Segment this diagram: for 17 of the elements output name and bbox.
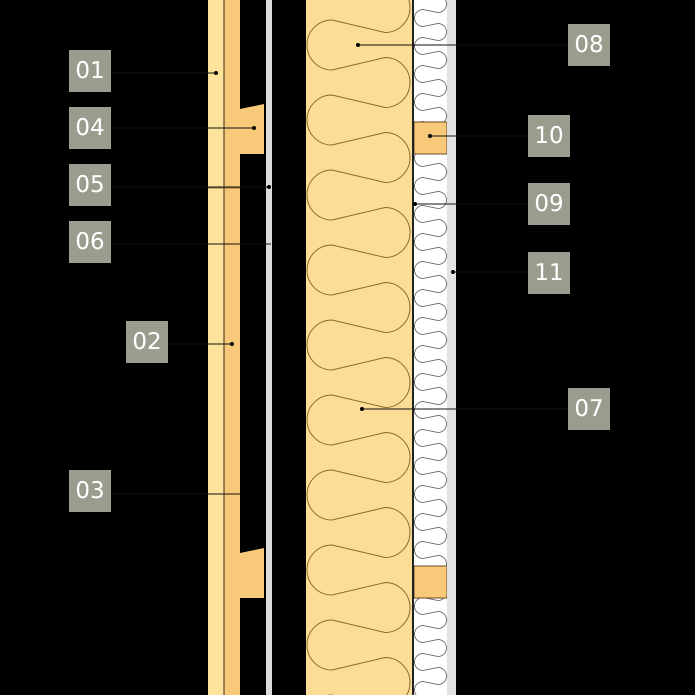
leader-line	[356, 43, 568, 47]
callout-number: 11	[528, 252, 570, 294]
callout-number: 05	[69, 164, 111, 206]
callout-number: 08	[568, 24, 610, 66]
leader-line	[110, 126, 256, 130]
leader-line	[413, 202, 528, 206]
callout-number: 06	[69, 221, 111, 263]
callout-number: 04	[69, 107, 111, 149]
callout-number: 10	[528, 115, 570, 157]
leader-line	[428, 134, 528, 138]
callout-number: 03	[69, 470, 111, 512]
callout-number: 09	[528, 183, 570, 225]
callout-number: 02	[126, 321, 168, 363]
leader-line	[360, 407, 568, 411]
callout-number: 01	[69, 50, 111, 92]
leader-line	[168, 342, 234, 346]
callout-number: 07	[568, 388, 610, 430]
